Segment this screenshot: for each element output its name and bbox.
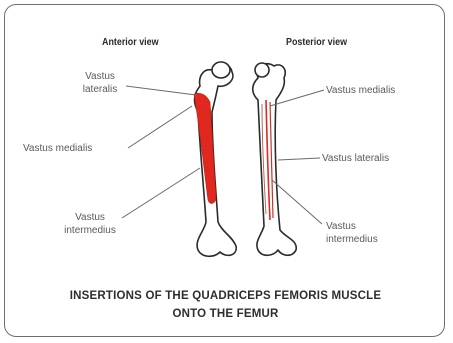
- label-anterior-vastus-lateralis: Vastus lateralis: [74, 70, 126, 96]
- leader-lines: [122, 86, 324, 224]
- posterior-view-title: Posterior view: [286, 36, 347, 48]
- label-anterior-vastus-intermedius: Vastus intermedius: [54, 211, 126, 237]
- anterior-femur: [195, 62, 237, 256]
- anterior-femur-head: [212, 62, 230, 78]
- posterior-femur-head: [255, 63, 269, 77]
- leader-ant-vastus-lateralis: [126, 86, 196, 95]
- caption-line-1: INSERTIONS OF THE QUADRICEPS FEMORIS MUS…: [10, 290, 441, 302]
- anterior-femur-outline: [195, 64, 237, 256]
- label-posterior-vastus-medialis: Vastus medialis: [326, 84, 395, 97]
- leader-post-vastus-lateralis: [278, 158, 320, 160]
- leader-ant-vastus-medialis: [128, 106, 192, 148]
- anterior-view-title: Anterior view: [102, 36, 159, 48]
- label-posterior-vastus-lateralis: Vastus lateralis: [322, 152, 389, 165]
- label-posterior-vastus-intermedius: Vastus intermedius: [326, 220, 378, 246]
- caption-line-2: ONTO THE FEMUR: [10, 308, 441, 320]
- leader-ant-vastus-intermedius: [122, 168, 200, 218]
- label-anterior-vastus-medialis: Vastus medialis: [23, 142, 92, 155]
